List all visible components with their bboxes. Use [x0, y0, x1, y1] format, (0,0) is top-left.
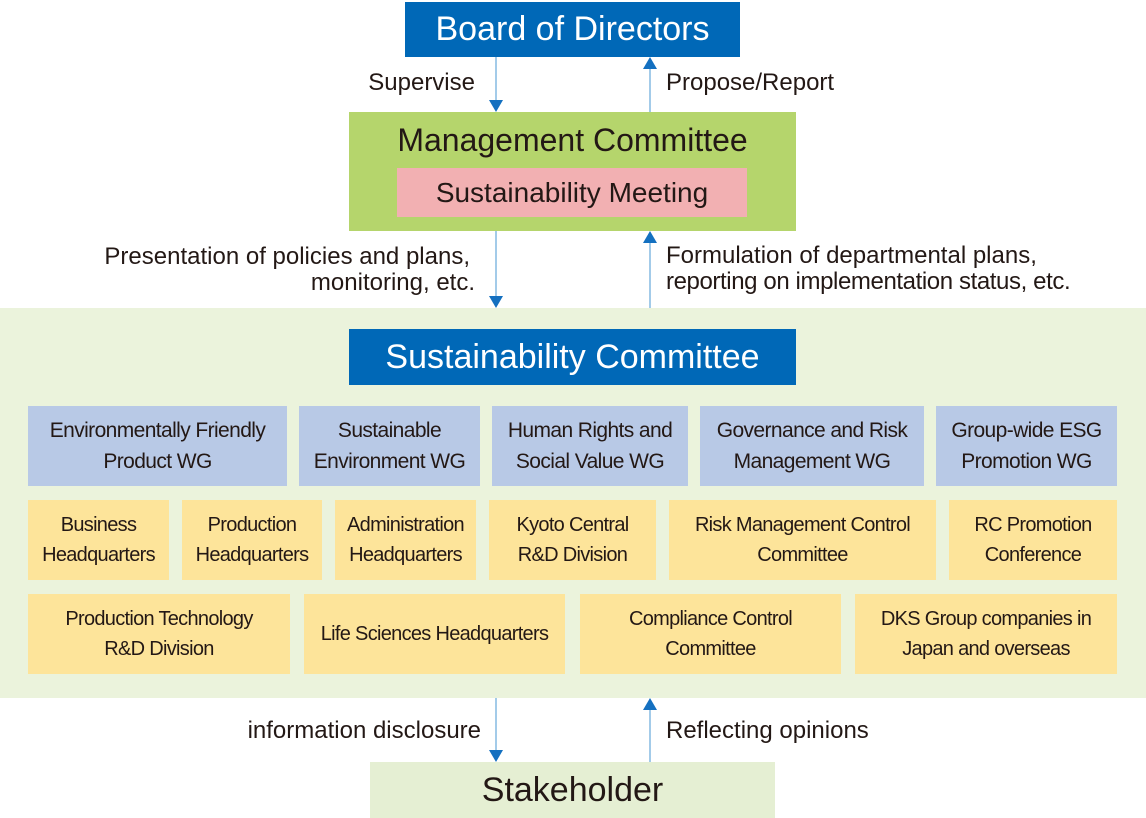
arrow-up-icon — [643, 698, 657, 710]
division-line: Committee — [757, 544, 848, 566]
division-line: Headquarters — [42, 544, 155, 566]
formulation-line-2: reporting on implementation status, etc. — [666, 268, 1071, 295]
presentation-label: Presentation of policies and plans, moni… — [104, 243, 475, 296]
wg-line: Promotion WG — [961, 450, 1092, 473]
presentation-line-2: monitoring, etc. — [310, 269, 475, 296]
disclosure-arrow-line — [495, 698, 497, 752]
division-line: Business — [60, 514, 137, 536]
wg-line: Human Rights and — [507, 419, 673, 442]
presentation-arrow-line — [495, 231, 497, 297]
arrow-down-icon — [489, 750, 503, 762]
division-line: Compliance Control — [628, 608, 793, 630]
wg-line: Group-wide ESG — [951, 419, 1102, 442]
division-line: R&D Division — [104, 638, 214, 660]
propose-arrow-line — [649, 67, 651, 112]
division-line: Production — [207, 514, 297, 536]
arrow-down-icon — [489, 296, 503, 308]
management-committee-box: Management Committee Sustainability Meet… — [349, 112, 796, 231]
division-line: Headquarters — [349, 544, 462, 566]
division-line: DKS Group companies in — [880, 608, 1092, 630]
management-committee-title: Management Committee — [397, 121, 748, 158]
wg-line: Sustainable — [337, 419, 442, 442]
wg-line: Social Value WG — [515, 450, 665, 473]
formulation-line-1: Formulation of departmental plans, — [666, 242, 1037, 269]
division-line: Headquarters — [195, 544, 309, 566]
wg-group-wide-esg-promotion: Group-wide ESG Promotion WG — [936, 406, 1117, 486]
division-dks-group-companies: DKS Group companies in Japan and overseas — [855, 594, 1117, 674]
board-of-directors-box: Board of Directors — [405, 2, 740, 57]
division-line: Japan and overseas — [902, 638, 1070, 660]
reflecting-arrow-line — [649, 708, 651, 762]
information-disclosure-label: information disclosure — [247, 717, 481, 744]
sustainability-committee-box: Sustainability Committee — [349, 329, 796, 385]
wg-line: Management WG — [733, 450, 891, 473]
reflecting-opinions-label: Reflecting opinions — [666, 717, 869, 744]
propose-report-label: Propose/Report — [666, 69, 835, 96]
division-line: Life Sciences Headquarters — [320, 623, 549, 645]
division-line: RC Promotion — [974, 514, 1092, 536]
division-life-sciences-hq: Life Sciences Headquarters — [304, 594, 565, 674]
sustainability-meeting-box: Sustainability Meeting — [397, 168, 747, 217]
formulation-arrow-line — [649, 241, 651, 308]
division-line: Administration — [347, 514, 465, 536]
stakeholder-box: Stakeholder — [370, 762, 775, 818]
wg-line: Environment WG — [313, 450, 466, 473]
division-line: Kyoto Central — [516, 514, 629, 536]
formulation-label: Formulation of departmental plans, repor… — [666, 242, 1071, 295]
supervise-arrow-line — [495, 57, 497, 102]
supervise-label: Supervise — [368, 69, 475, 96]
arrow-down-icon — [489, 100, 503, 112]
division-line: Production Technology — [65, 608, 253, 630]
wg-line: Environmentally Friendly — [49, 419, 266, 442]
wg-line: Product WG — [103, 450, 212, 473]
arrow-up-icon — [643, 57, 657, 69]
wg-line: Governance and Risk — [716, 419, 908, 442]
division-line: R&D Division — [517, 544, 628, 566]
division-line: Conference — [984, 544, 1082, 566]
arrow-up-icon — [643, 231, 657, 243]
division-line: Risk Management Control — [694, 514, 911, 536]
presentation-line-1: Presentation of policies and plans, — [104, 243, 470, 270]
division-line: Committee — [665, 638, 756, 660]
